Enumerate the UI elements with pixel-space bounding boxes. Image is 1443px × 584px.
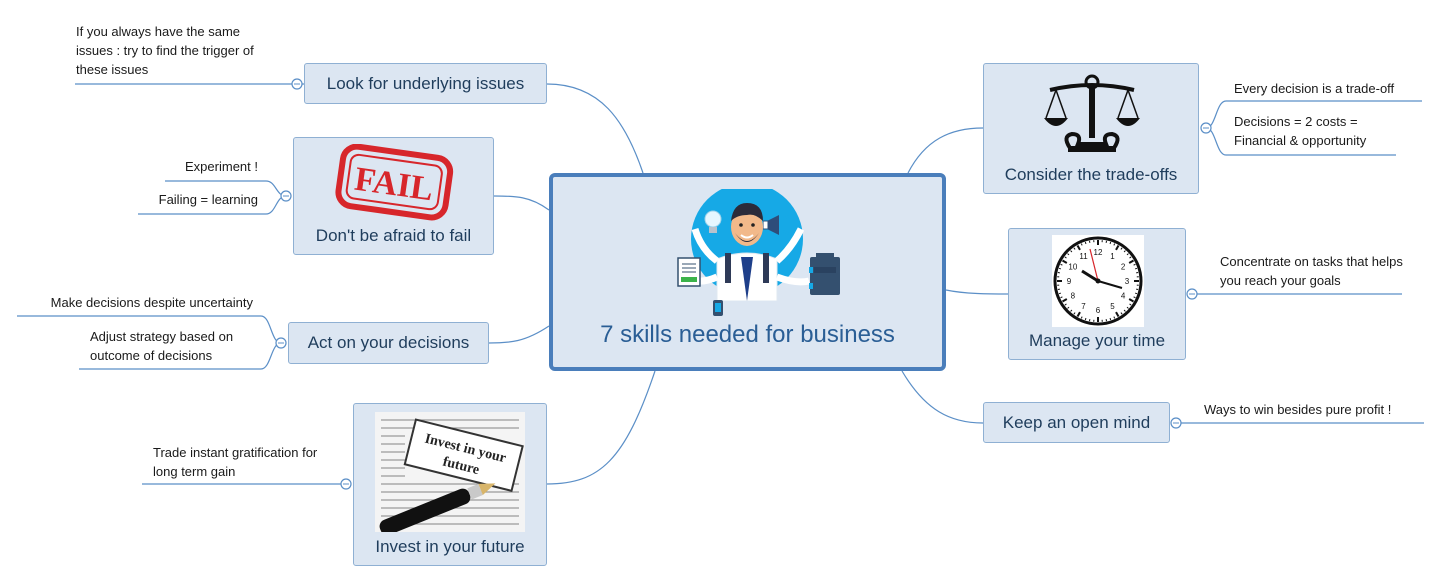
link-underlying bbox=[546, 83, 644, 174]
note-adjust-strategy[interactable]: Adjust strategy based on outcome of deci… bbox=[90, 329, 234, 363]
branch-consider-the-trade-offs[interactable]: Consider the trade-offs bbox=[983, 63, 1199, 194]
clock-number: 3 bbox=[1125, 277, 1130, 286]
central-title: 7 skills needed for business bbox=[600, 321, 895, 348]
clock-number: 11 bbox=[1079, 252, 1088, 261]
note-experiment[interactable]: Experiment ! bbox=[185, 159, 258, 174]
balance-scale-icon bbox=[1044, 74, 1140, 152]
phone-icon bbox=[713, 300, 723, 316]
link-openmind bbox=[901, 370, 984, 424]
clock-number: 9 bbox=[1067, 277, 1072, 286]
clock-number: 5 bbox=[1110, 302, 1115, 311]
branch-label: Invest in your future bbox=[375, 537, 525, 556]
branch-keep-an-open-mind[interactable]: Keep an open mind bbox=[983, 402, 1170, 443]
pen-icon bbox=[379, 483, 496, 532]
megaphone-icon bbox=[763, 215, 791, 235]
branch-label: Manage your time bbox=[1028, 331, 1166, 350]
branch-label: Act on your decisions bbox=[307, 333, 470, 352]
branch-label: Consider the trade-offs bbox=[1004, 165, 1178, 184]
branch-invest-in-your-future[interactable]: Invest in your future Invest in your fut… bbox=[353, 403, 547, 566]
note-every-decision-trade-off[interactable]: Every decision is a trade-off bbox=[1234, 81, 1395, 96]
link-future bbox=[546, 370, 656, 485]
lightbulb-icon bbox=[704, 210, 722, 233]
clock-number: 4 bbox=[1121, 292, 1126, 301]
note-concentrate-on-tasks[interactable]: Concentrate on tasks that helps you reac… bbox=[1220, 254, 1403, 288]
branch-act-on-your-decisions[interactable]: Act on your decisions bbox=[288, 322, 489, 364]
note-trade-instant-gratification[interactable]: Trade instant gratification for long ter… bbox=[153, 445, 318, 479]
note-make-decisions[interactable]: Make decisions despite uncertainty bbox=[50, 295, 253, 310]
clock-number: 10 bbox=[1068, 263, 1077, 272]
branch-label: Don't be afraid to fail bbox=[315, 226, 472, 245]
fail-stamp-icon: FAIL bbox=[335, 144, 454, 221]
clock-number: 2 bbox=[1121, 263, 1126, 272]
clock-number: 1 bbox=[1110, 252, 1115, 261]
central-topic[interactable]: 7 skills needed for business bbox=[549, 173, 946, 371]
clock-number: 12 bbox=[1094, 248, 1103, 257]
fail-stamp-text: FAIL bbox=[352, 161, 435, 209]
branch-label: Look for underlying issues bbox=[326, 73, 525, 93]
document-icon bbox=[677, 257, 701, 287]
link-decisions bbox=[488, 325, 550, 344]
note-failing-learning[interactable]: Failing = learning bbox=[158, 192, 258, 207]
clock-number: 7 bbox=[1081, 302, 1086, 311]
clock-number: 8 bbox=[1071, 292, 1076, 301]
newspaper-pen-icon: Invest in your future bbox=[375, 412, 525, 532]
branch-look-for-underlying-issues[interactable]: Look for underlying issues bbox=[304, 63, 547, 104]
link-fail bbox=[493, 195, 550, 211]
clock-number: 6 bbox=[1096, 306, 1101, 315]
briefcase-icon bbox=[809, 253, 840, 295]
link-tradeoffs bbox=[907, 127, 984, 174]
note-underlying-issues[interactable]: If you always have the same issues : try… bbox=[76, 24, 254, 77]
branch-dont-be-afraid-to-fail[interactable]: FAIL Don't be afraid to fail bbox=[293, 137, 494, 255]
note-ways-to-win[interactable]: Ways to win besides pure profit ! bbox=[1204, 402, 1392, 417]
branch-label: Keep an open mind bbox=[1002, 412, 1151, 432]
link-time bbox=[945, 289, 1009, 295]
note-decisions-two-costs[interactable]: Decisions = 2 costs = Financial & opport… bbox=[1234, 114, 1367, 148]
